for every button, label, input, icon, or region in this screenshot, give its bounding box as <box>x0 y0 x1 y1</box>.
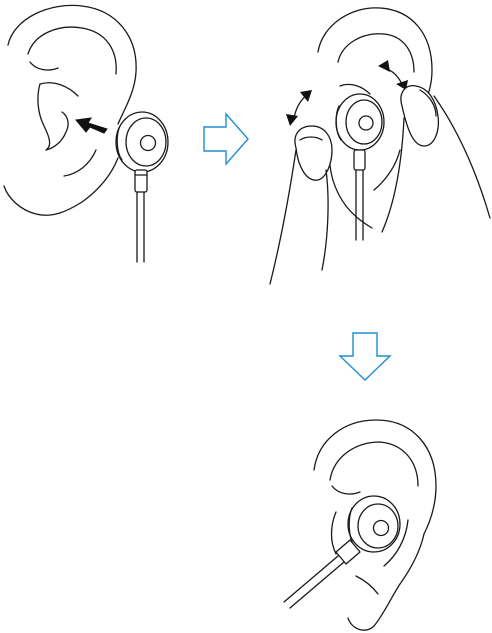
step-1-insert-earphone <box>4 5 168 262</box>
rotate-arrow-icon <box>286 90 312 126</box>
insert-arrow-icon <box>76 118 107 133</box>
arrow-down-icon <box>340 333 390 380</box>
step-3-fitted-earphone <box>284 420 436 630</box>
arrow-right-icon <box>204 114 248 164</box>
ear-icon <box>4 5 136 215</box>
earphone-icon <box>116 112 168 262</box>
earphone-icon <box>284 496 400 608</box>
step-2-rotate-adjust <box>270 8 490 284</box>
earphone-icon <box>336 94 384 240</box>
hand-left-icon <box>270 126 332 284</box>
rotate-arrow-icon <box>378 60 408 90</box>
hand-right-icon <box>382 86 490 232</box>
